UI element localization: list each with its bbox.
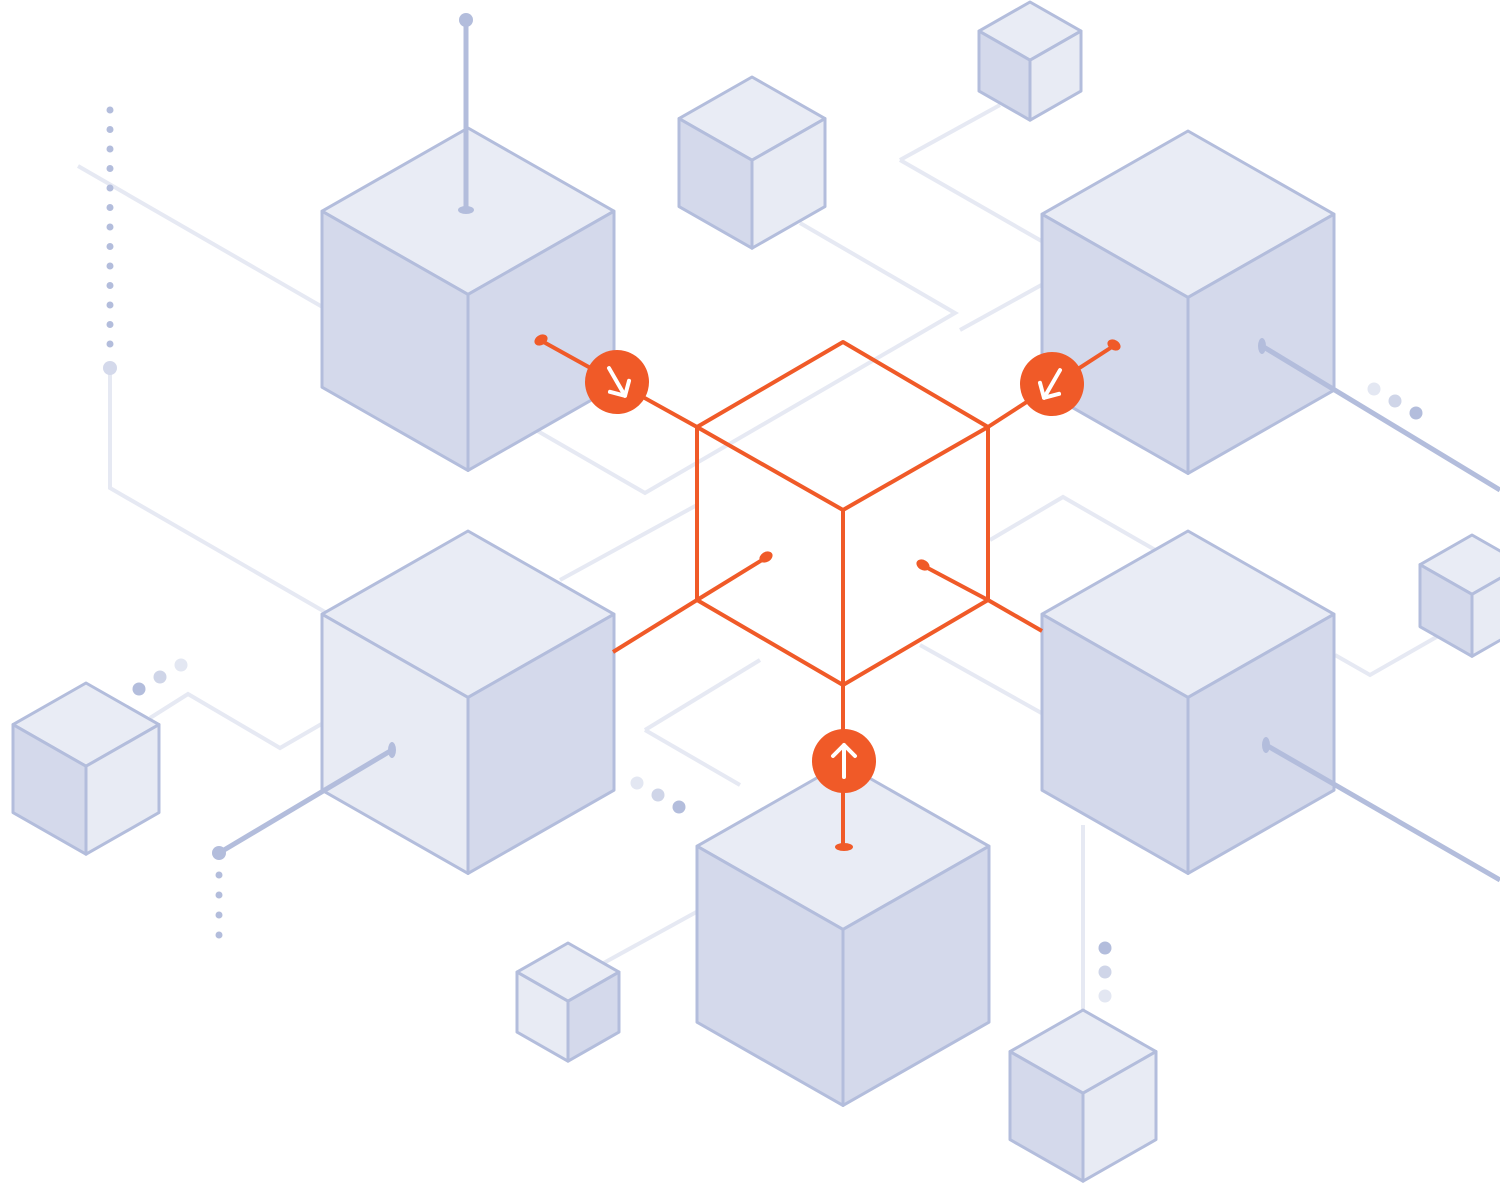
cube-right-face xyxy=(84,723,161,856)
accent-connector xyxy=(987,598,1043,633)
connector-end xyxy=(835,843,853,851)
dot xyxy=(1409,406,1423,420)
connector-end xyxy=(212,846,226,860)
background-line xyxy=(919,643,1046,717)
dot xyxy=(651,788,665,802)
large-cube xyxy=(320,529,616,875)
cubes xyxy=(11,0,1500,1183)
connector-end xyxy=(1258,338,1266,354)
dot xyxy=(132,682,146,696)
cube-right-face xyxy=(750,117,827,250)
background-line xyxy=(899,103,1001,162)
background-connector-lines xyxy=(77,103,1441,1010)
background-line xyxy=(899,158,1046,245)
background-line xyxy=(1334,633,1441,678)
background-line xyxy=(599,908,701,967)
small-cube xyxy=(1008,1008,1158,1183)
small-cube xyxy=(1418,533,1500,658)
dot xyxy=(103,361,117,375)
connector-line xyxy=(217,747,394,856)
connector-end xyxy=(388,742,396,758)
connector-end xyxy=(759,551,773,563)
dot xyxy=(106,126,114,133)
arrow-badges xyxy=(585,350,1084,793)
small-cube xyxy=(677,75,827,250)
accent-connector xyxy=(611,598,699,654)
large-cube xyxy=(695,761,991,1107)
dot xyxy=(630,776,644,790)
dot xyxy=(106,262,114,270)
dot xyxy=(1098,941,1112,955)
cube-right-face xyxy=(1028,29,1083,122)
arrow-glyph xyxy=(607,366,632,398)
dot xyxy=(215,931,223,939)
large-cube xyxy=(1040,529,1336,875)
small-cube xyxy=(11,681,161,856)
arrow-glyph xyxy=(1037,368,1062,400)
connector-line xyxy=(1260,343,1500,493)
connector-line xyxy=(1264,742,1500,883)
dot xyxy=(672,800,686,814)
dot xyxy=(106,223,114,231)
background-line xyxy=(988,494,1191,572)
arrow-glyph xyxy=(831,743,857,779)
dot xyxy=(106,301,114,309)
dot xyxy=(106,243,114,250)
dot xyxy=(106,145,114,153)
cube-right-face xyxy=(466,612,616,875)
background-line xyxy=(643,728,742,787)
arrow-up-icon xyxy=(812,729,876,793)
dot xyxy=(1098,965,1112,979)
connector-end xyxy=(1262,737,1270,753)
dot xyxy=(106,184,114,192)
cube-right-face xyxy=(566,970,621,1063)
background-line xyxy=(148,691,327,751)
background-line xyxy=(959,281,1046,332)
cube-right-face xyxy=(841,844,991,1107)
connector-end xyxy=(916,559,930,571)
accent-connector xyxy=(695,555,769,602)
dot xyxy=(174,658,188,672)
dot xyxy=(106,204,114,211)
small-cube xyxy=(977,0,1083,122)
dot xyxy=(215,911,223,919)
background-line xyxy=(559,503,698,582)
dot xyxy=(215,891,223,899)
dot xyxy=(106,282,114,289)
arrow-down-right-icon xyxy=(585,350,649,414)
cube-right-face xyxy=(1186,612,1336,875)
cube-right-face xyxy=(1081,1050,1158,1183)
dot xyxy=(106,340,114,348)
dot xyxy=(1388,394,1402,408)
cube-right-face xyxy=(1470,576,1500,658)
dot xyxy=(1098,989,1112,1003)
accent-connector xyxy=(921,563,989,602)
arrow-down-left-icon xyxy=(1020,352,1084,416)
dot xyxy=(106,106,114,114)
connector-end xyxy=(458,206,474,214)
cube-connectors xyxy=(212,13,1500,883)
background-line xyxy=(643,658,762,732)
central-cube xyxy=(534,334,1121,851)
small-cube xyxy=(515,941,621,1063)
dot xyxy=(1367,382,1381,396)
connector-end xyxy=(459,13,473,27)
dot xyxy=(153,670,167,684)
dot xyxy=(106,165,114,172)
dot xyxy=(215,871,223,879)
connector-end xyxy=(534,334,548,346)
connector-end xyxy=(1107,339,1121,351)
dot xyxy=(106,321,114,328)
large-cube xyxy=(1040,129,1336,475)
background-line xyxy=(108,370,326,614)
